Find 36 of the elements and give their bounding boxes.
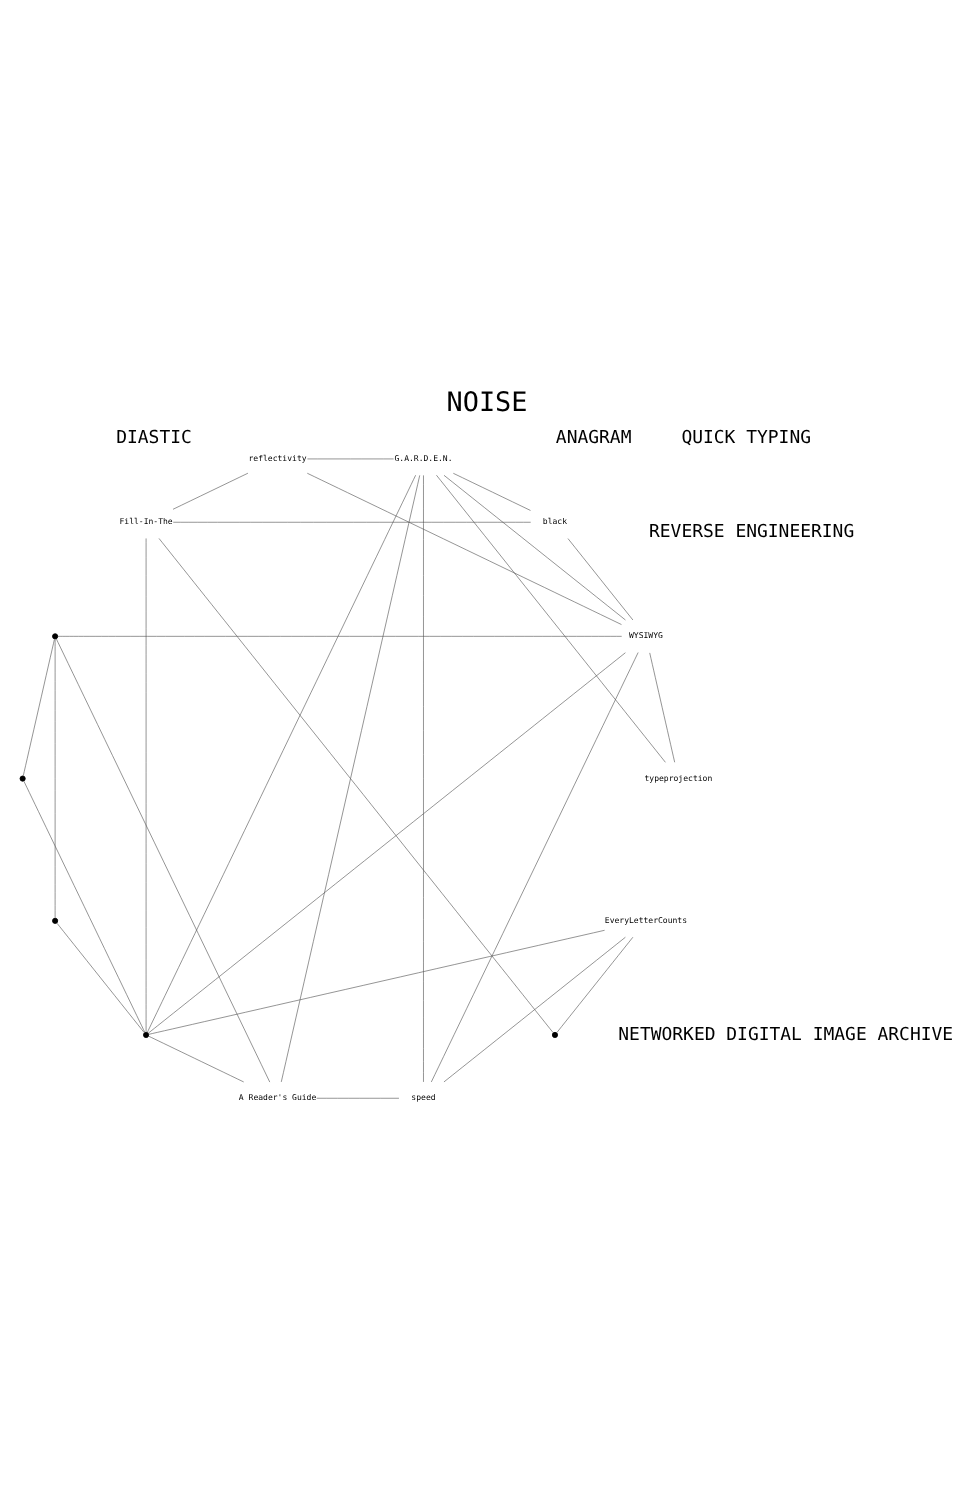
connector	[55, 637, 271, 1082]
connector	[443, 474, 626, 620]
connector	[453, 472, 531, 510]
connector	[54, 637, 56, 918]
connector	[172, 471, 249, 509]
connector	[443, 935, 626, 1082]
connector	[147, 651, 626, 1033]
node-circle	[19, 774, 26, 781]
connector	[145, 537, 147, 1032]
connector	[23, 779, 146, 1032]
connector	[57, 635, 622, 636]
node-circle	[143, 1030, 150, 1037]
node-circle	[52, 916, 59, 923]
connector	[22, 638, 55, 776]
node-circle	[52, 632, 59, 639]
label: QUICK TYPING	[681, 428, 812, 449]
connector	[306, 471, 622, 624]
node-circle	[551, 1030, 558, 1037]
label: REVERSE ENGINEERING	[649, 522, 855, 543]
connector	[556, 935, 634, 1032]
connector	[148, 928, 605, 1034]
label: ANAGRAM	[555, 428, 632, 449]
connector	[280, 474, 421, 1082]
connector	[56, 921, 145, 1032]
label: DIASTIC	[116, 428, 192, 449]
label: NETWORKED DIGITAL IMAGE ARCHIVE	[618, 1024, 954, 1045]
connector	[148, 1034, 244, 1082]
connector	[649, 651, 675, 762]
connector	[431, 651, 639, 1082]
diagram-title: NOISE	[446, 387, 528, 418]
connector	[567, 537, 634, 620]
connector	[423, 474, 424, 1082]
connector	[158, 537, 554, 1033]
connector	[172, 520, 531, 522]
connector	[436, 473, 666, 762]
connector	[147, 473, 416, 1032]
